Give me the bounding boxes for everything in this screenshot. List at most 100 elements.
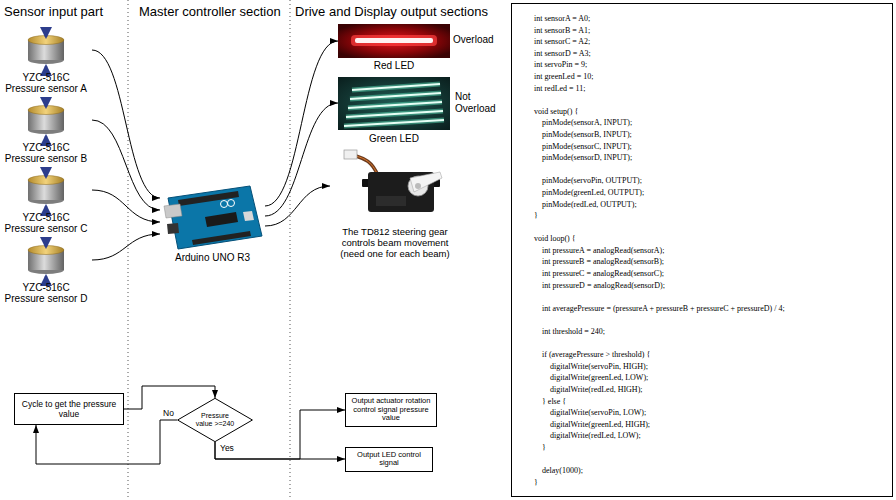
connector xyxy=(92,234,160,260)
node-label: YZC-516C xyxy=(0,72,92,83)
code-line: digitalWrite(servoPin, HIGH); xyxy=(534,361,884,373)
pressure-sensor: YZC-516CPressure sensor B xyxy=(0,98,92,164)
node-label: Pressure value >=240 xyxy=(192,412,238,429)
process-box: Cycle to get the pressure value xyxy=(14,393,124,425)
arduino-illustration xyxy=(178,191,239,206)
section-divider xyxy=(290,0,291,500)
green-led-illustration xyxy=(338,77,450,130)
arduino-illustration xyxy=(167,223,179,234)
diamond-outline xyxy=(178,398,253,441)
code-line: int redLed = 11; xyxy=(534,83,884,95)
pressure-sensor: YZC-516CPressure sensor D xyxy=(0,238,92,304)
arduino-illustration xyxy=(192,231,251,245)
code-line: pinMode(sensorA, INPUT); xyxy=(534,117,884,129)
node-label: Pressure sensor B xyxy=(0,153,92,164)
decision-diamond: Pressure value >=240 xyxy=(177,398,253,442)
servo-illustration xyxy=(344,150,357,159)
code-line: int sensorD = A3; xyxy=(534,48,884,60)
code-line: digitalWrite(servoPin, LOW); xyxy=(534,407,884,419)
status-label: Overload xyxy=(453,34,494,46)
code-line: int averagePressure = (pressureA + press… xyxy=(534,303,884,315)
green-led-illustration xyxy=(352,84,440,90)
code-panel: int sensorA = A0;int sensorB = A1;int se… xyxy=(511,3,893,497)
node-label: Red LED xyxy=(338,60,450,72)
branch-label: No xyxy=(162,408,175,418)
code-line: void loop() { xyxy=(534,233,884,245)
connector xyxy=(92,50,160,198)
pressure-sensor-illustration xyxy=(28,168,64,211)
node-label: Green LED xyxy=(338,133,450,145)
code-line: int sensorC = A2; xyxy=(534,36,884,48)
node-label: YZC-516C xyxy=(0,212,92,223)
node-label: Pressure sensor C xyxy=(0,223,92,234)
green-led-illustration xyxy=(346,111,443,117)
arduino-illustration xyxy=(168,186,262,249)
green-led-illustration xyxy=(338,77,450,130)
code-line: pinMode(sensorD, INPUT); xyxy=(534,152,884,164)
connector xyxy=(265,103,338,216)
node-label: Arduino UNO R3 xyxy=(160,252,265,264)
code-line: } xyxy=(534,210,884,222)
code-line: int pressureB = analogRead(sensorB); xyxy=(534,256,884,268)
pressure-sensor-illustration xyxy=(28,28,64,71)
code-line: int pressureA = analogRead(sensorA); xyxy=(534,245,884,257)
arduino-illustration xyxy=(164,204,182,218)
green-led-illustration xyxy=(346,111,443,117)
node-label: Pressure sensor D xyxy=(0,293,92,304)
connector xyxy=(36,420,177,464)
arduino-illustration xyxy=(243,211,254,221)
code-line: int sensorB = A1; xyxy=(534,25,884,37)
connector xyxy=(124,386,215,409)
servo-illustration xyxy=(376,196,406,206)
green-led-illustration xyxy=(344,120,444,126)
code-line: int sensorA = A0; xyxy=(534,13,884,25)
code-line: pinMode(greenLed, OUTPUT); xyxy=(534,187,884,199)
pressure-sensor: YZC-516CPressure sensor A xyxy=(0,28,92,94)
code-line: void setup() { xyxy=(534,106,884,118)
servo-motor: The TD812 steering gear controls beam mo… xyxy=(330,150,460,259)
code-line: pinMode(sensorB, INPUT); xyxy=(534,129,884,141)
connector xyxy=(92,190,160,222)
red-led-illustration xyxy=(355,38,433,43)
red-led-illustration xyxy=(338,24,450,58)
code-line: int pressureC = analogRead(sensorC); xyxy=(534,268,884,280)
connector xyxy=(215,442,345,459)
section-divider xyxy=(128,0,129,500)
pressure-sensor: YZC-516CPressure sensor C xyxy=(0,168,92,234)
arduino-board: Arduino UNO R3 xyxy=(160,180,265,264)
node-label: Output actuator rotation control signal … xyxy=(350,397,432,423)
pressure-sensor-illustration xyxy=(28,98,64,141)
node-label: Cycle to get the pressure value xyxy=(19,399,119,419)
code-line: delay(1000); xyxy=(534,465,884,477)
connector xyxy=(265,41,338,206)
output-box: Output actuator rotation control signal … xyxy=(345,393,437,427)
node-label: The TD812 steering gear controls beam mo… xyxy=(330,226,460,259)
arduino-illustration xyxy=(205,212,238,227)
green-led-illustration xyxy=(350,93,441,99)
connector xyxy=(92,120,160,210)
code-line: int greenLed = 10; xyxy=(534,71,884,83)
green-led-illustration xyxy=(348,102,442,108)
connector xyxy=(265,186,330,226)
code-line: digitalWrite(greenLed, HIGH); xyxy=(534,419,884,431)
node-label: Pressure sensor A xyxy=(0,83,92,94)
code-line: if (averagePressure > threshold) { xyxy=(534,349,884,361)
status-label: Not Overload xyxy=(455,91,503,115)
section-heading: Drive and Display output sections xyxy=(295,4,488,20)
code-line: pinMode(sensorC, INPUT); xyxy=(534,141,884,153)
branch-label: Yes xyxy=(219,443,235,453)
red-led-illustration xyxy=(351,35,437,46)
arduino-illustration xyxy=(164,186,262,249)
node-label: YZC-516C xyxy=(0,142,92,153)
red-led: Red LED xyxy=(338,24,450,72)
code-line: pinMode(servoPin, OUTPUT); xyxy=(534,175,884,187)
arduino-illustration xyxy=(221,201,228,208)
green-led: Green LED xyxy=(338,77,450,145)
green-led-illustration xyxy=(352,84,440,90)
servo-illustration xyxy=(344,150,442,212)
code-line: } else { xyxy=(534,396,884,408)
red-led-illustration xyxy=(338,24,450,58)
code-line: digitalWrite(redLed, HIGH); xyxy=(534,384,884,396)
node-label: YZC-516C xyxy=(0,282,92,293)
